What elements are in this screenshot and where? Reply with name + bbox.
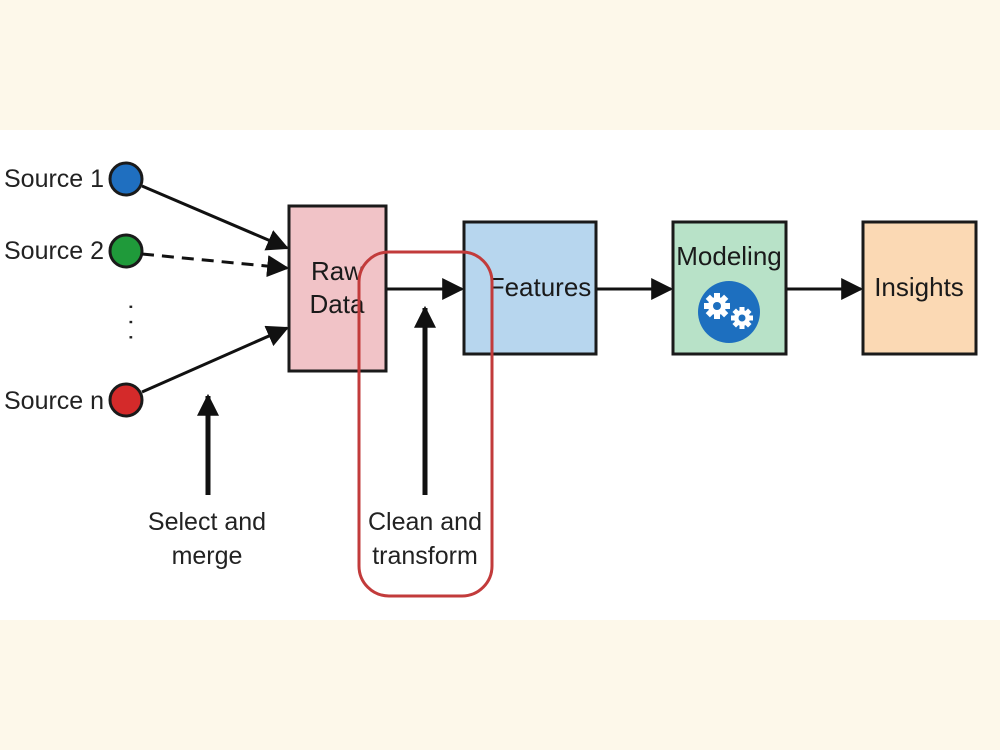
select-merge-label-line1: Select and bbox=[148, 508, 266, 536]
source-n-label: Source n bbox=[4, 387, 104, 415]
source-2-label: Source 2 bbox=[4, 237, 104, 265]
source-1-label: Source 1 bbox=[4, 165, 104, 193]
arrow-source-2-to-raw bbox=[141, 252, 290, 278]
clean-transform-highlight bbox=[357, 250, 494, 598]
raw-data-label-line2: Data bbox=[310, 289, 365, 319]
insights-box bbox=[861, 220, 978, 356]
arrow-source-1-to-raw bbox=[141, 184, 290, 251]
select-merge-label-line2: merge bbox=[172, 542, 243, 570]
source-n-node bbox=[108, 382, 144, 418]
modeling-label: Modeling bbox=[676, 241, 782, 271]
source-1-node bbox=[108, 161, 144, 197]
raw-data-label-line1: Raw bbox=[311, 256, 363, 286]
features-box bbox=[462, 220, 598, 356]
features-label: Features bbox=[489, 272, 592, 302]
diagram-panel bbox=[0, 130, 1000, 620]
gears-icon bbox=[698, 281, 760, 343]
clean-transform-label-line1: Clean and bbox=[368, 508, 482, 536]
insights-label: Insights bbox=[874, 272, 964, 302]
source-2-node bbox=[108, 233, 144, 269]
source-ellipsis: · · · bbox=[118, 303, 146, 342]
raw-data-box bbox=[287, 204, 388, 373]
clean-transform-label-line2: transform bbox=[372, 542, 478, 570]
arrow-source-n-to-raw bbox=[141, 325, 290, 394]
